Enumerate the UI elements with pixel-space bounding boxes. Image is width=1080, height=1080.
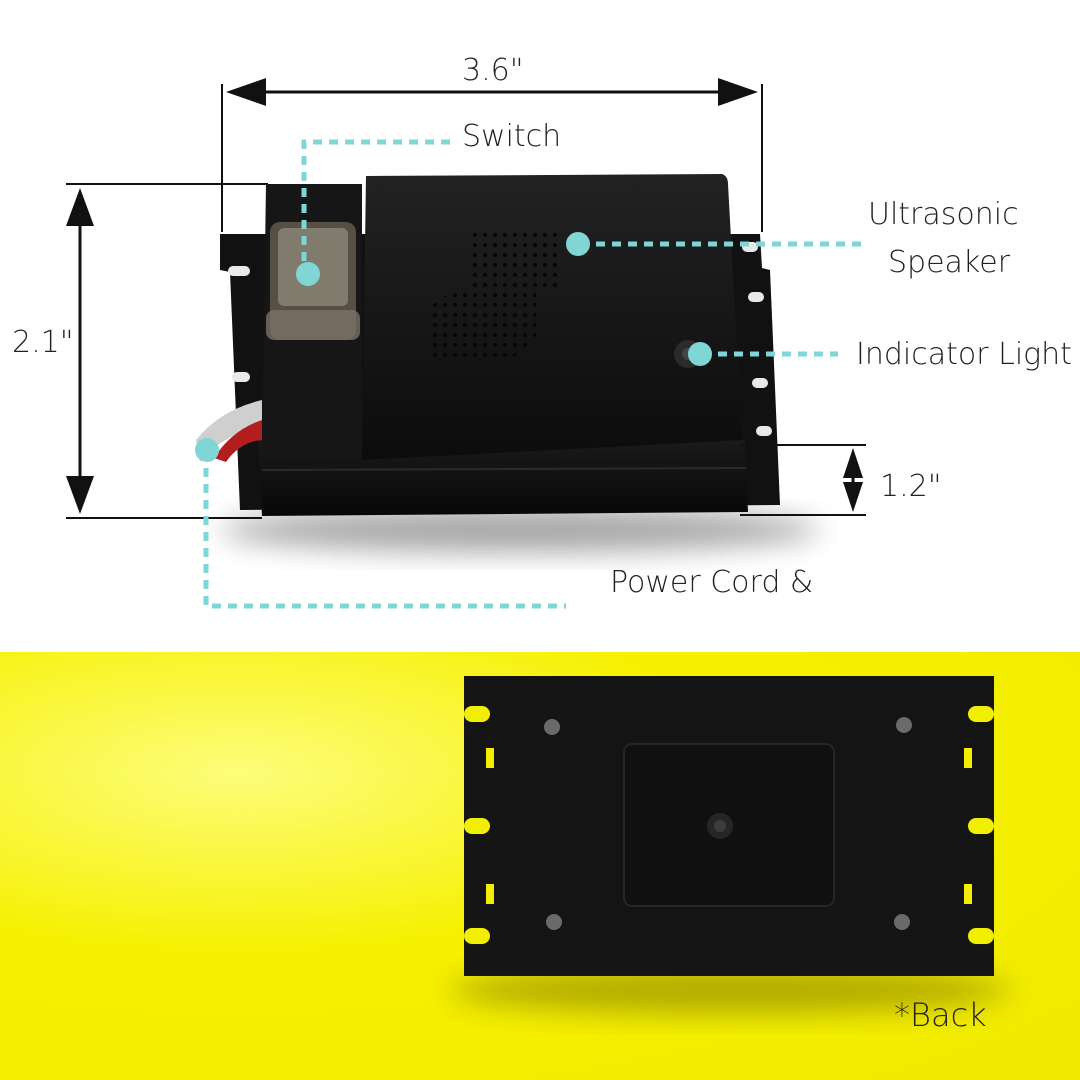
indicator-light-label: Indicator Light: [856, 337, 1072, 372]
power-cord-label: Power Cord &: [610, 565, 814, 600]
indicator-callout-dot: [688, 342, 712, 366]
dimension-depth: [740, 444, 866, 516]
depth-dimension-label: 1.2": [880, 469, 942, 504]
dimension-height: [66, 183, 268, 519]
speaker-label-line1: Ultrasonic: [868, 197, 1019, 232]
device-front: [196, 174, 820, 552]
speaker-callout-dot: [566, 232, 590, 256]
power-callout-dot: [195, 438, 219, 462]
speaker-label-line2: Speaker: [888, 245, 1011, 280]
dimension-width: [221, 78, 763, 232]
callout-leaders: [203, 139, 862, 609]
back-label: *Back: [894, 996, 987, 1034]
callout-dots: [195, 232, 712, 462]
switch-callout-dot: [296, 262, 320, 286]
height-dimension-label: 2.1": [12, 325, 74, 360]
switch-label: Switch: [462, 119, 562, 154]
width-dimension-label: 3.6": [462, 53, 524, 88]
device-back: [450, 676, 1010, 1014]
